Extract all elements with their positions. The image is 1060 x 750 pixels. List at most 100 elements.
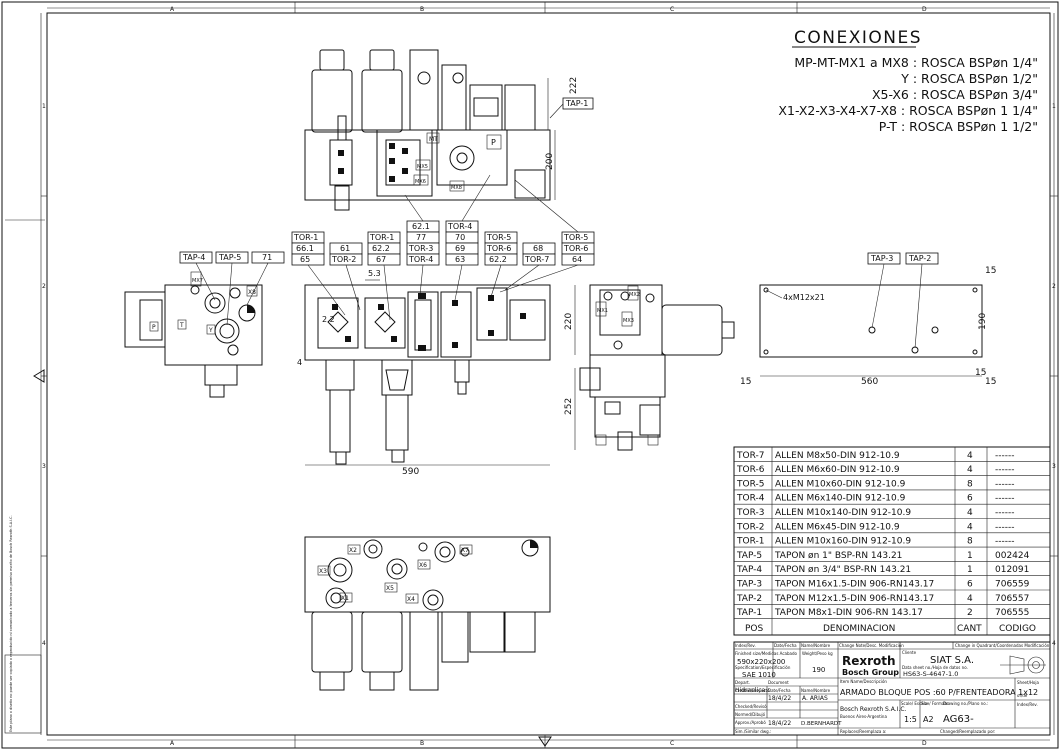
tb-company: Bosch Rexroth S.A.I.C.	[840, 706, 907, 713]
port-x6: X6	[419, 562, 427, 569]
tb-created-date: 18/4/22	[768, 695, 791, 702]
svg-text:66.1: 66.1	[296, 244, 314, 253]
parts-cell-pos: TOR-1	[736, 537, 764, 547]
port-x5: X5	[386, 585, 394, 592]
grid-row-3-right: 3	[1052, 463, 1056, 470]
tb-index-date: Date/Fecha	[774, 643, 797, 648]
port-x8: X8	[248, 289, 256, 296]
port-x3: X3	[319, 568, 327, 575]
tb-approved-name: D.BERNHARDT	[801, 721, 842, 727]
callout-tap1: TAP-1	[549, 97, 594, 119]
port-mx5: MX5	[417, 164, 428, 170]
parts-cell-pos: TAP-3	[736, 580, 762, 590]
tb-item: ARMADO BLOQUE POS :60 P/FRENTEADORA 1x12	[840, 688, 1038, 697]
parts-cell-den: TAPON øn 1" BSP-RN 143.21	[774, 551, 902, 561]
port-mx3: MX3	[623, 318, 634, 324]
tb-quad-label: Change in Quadrant/Coordenadas Modificac…	[955, 643, 1050, 648]
tb-changed-label: Changed/Reemplazado por:	[940, 729, 995, 734]
tb-datasheet: HS63-S-4647-1.0	[903, 670, 958, 678]
tb-sheet-label: Sheet/Hoja	[1017, 680, 1039, 685]
parts-header-cant: CANT	[957, 624, 982, 634]
parts-cell-cant: 4	[967, 465, 973, 475]
parts-cell-cant: 1	[967, 565, 973, 575]
front-view-hexes	[332, 293, 526, 351]
dim-15-top: 15	[985, 266, 996, 276]
tb-weight-label: Weight/Peso kg	[802, 651, 833, 656]
svg-text:TAP-1: TAP-1	[565, 99, 588, 108]
grid-row-4-right: 4	[1052, 640, 1056, 647]
tb-scale: 1:5	[904, 715, 917, 724]
parts-cell-den: ALLEN M6x140-DIN 912-10.9	[775, 494, 906, 504]
port-x1: X1	[341, 595, 349, 602]
dim-222: 222	[569, 77, 579, 94]
top-view-valve-hexes	[338, 143, 408, 182]
parts-cell-cod: 706559	[995, 580, 1030, 590]
grid-row-1-right: 1	[1052, 103, 1056, 110]
grid-labels: A B C D A B C D 1 2 3 4 1 2 3 4	[42, 6, 1056, 747]
tb-size-label: Size/ Formato	[921, 701, 949, 706]
grid-col-d-bottom: D	[922, 740, 927, 747]
tb-date-label: Date/Fecha	[768, 688, 791, 693]
parts-cell-pos: TOR-4	[736, 494, 765, 504]
tb-normed-label: Normed/Dibujó	[735, 712, 766, 717]
parts-cell-den: TAPON øn 3/4" BSP-RN 143.21	[774, 565, 911, 575]
conexiones-line-2: Y : ROSCA BSPøn 1/2"	[900, 71, 1038, 86]
tb-approved-date: 18/4/22	[768, 720, 791, 727]
parts-cell-cant: 4	[967, 522, 973, 532]
leader-lines	[307, 174, 579, 321]
svg-text:71: 71	[262, 253, 272, 262]
parts-cell-cant: 4	[967, 451, 973, 461]
port-x2: X2	[349, 547, 357, 554]
port-t: T	[179, 322, 184, 329]
parts-header-cod: CODIGO	[999, 624, 1036, 634]
parts-cell-den: ALLEN M10x60-DIN 912-10.9	[775, 479, 906, 489]
grid-col-a: A	[170, 6, 175, 13]
callout-tap3: TAP-3	[867, 252, 901, 329]
tb-index-rev-label: Index/Rev.	[1017, 702, 1038, 707]
parts-cell-den: ALLEN M10x160-DIN 912-10.9	[775, 537, 911, 547]
port-mx8: MX8	[451, 185, 462, 191]
svg-text:TOR-4: TOR-4	[447, 222, 472, 231]
grid-row-3: 3	[42, 463, 46, 470]
svg-text:TOR-4: TOR-4	[408, 255, 433, 264]
grid-col-a-bottom: A	[170, 740, 175, 747]
tb-client-label: Cliente	[902, 650, 917, 655]
tb-spec-label: Specification/Especificación	[735, 665, 791, 670]
svg-text:TOR-5: TOR-5	[486, 233, 511, 242]
conexiones-line-5: P-T : ROSCA BSPøn 1 1/2"	[879, 119, 1038, 134]
parts-cell-cod: ------	[995, 537, 1015, 547]
tb-checked-label: Checked/Revisó	[735, 704, 767, 709]
grid-col-d: D	[922, 6, 927, 13]
port-y: Y	[208, 327, 213, 334]
dim-15-right: 15	[985, 377, 996, 387]
parts-cell-pos: TAP-2	[736, 594, 762, 604]
parts-cell-cant: 4	[967, 594, 973, 604]
svg-text:TOR-1: TOR-1	[369, 233, 394, 242]
parts-cell-cod: ------	[995, 508, 1015, 518]
parts-cell-cod: ------	[995, 494, 1015, 504]
tb-drawing: AG63-	[943, 714, 974, 725]
dim-190: 190	[978, 313, 988, 330]
parts-cell-den: ALLEN M6x45-DIN 912-10.9	[775, 522, 900, 532]
tb-name-col-label: Name/Nombre	[801, 688, 831, 693]
parts-header-den: DENOMINACION	[823, 624, 895, 634]
svg-text:61: 61	[340, 244, 350, 253]
tb-brand: Rexroth	[842, 654, 896, 668]
projection-symbol	[1000, 655, 1046, 675]
tb-client: SIAT S.A.	[930, 655, 974, 666]
parts-cell-cod: ------	[995, 479, 1015, 489]
parts-cell-den: ALLEN M6x60-DIN 912-10.9	[775, 465, 900, 475]
port-mx6: MX6	[415, 179, 426, 185]
right-side-view: MX1 MX2 MX3 220 252	[564, 284, 735, 451]
tb-name-label: Name/Nombre	[801, 643, 831, 648]
tb-change-label: Change Note/Desc. Modificación	[839, 643, 904, 648]
dim-15-left: 15	[740, 377, 751, 387]
